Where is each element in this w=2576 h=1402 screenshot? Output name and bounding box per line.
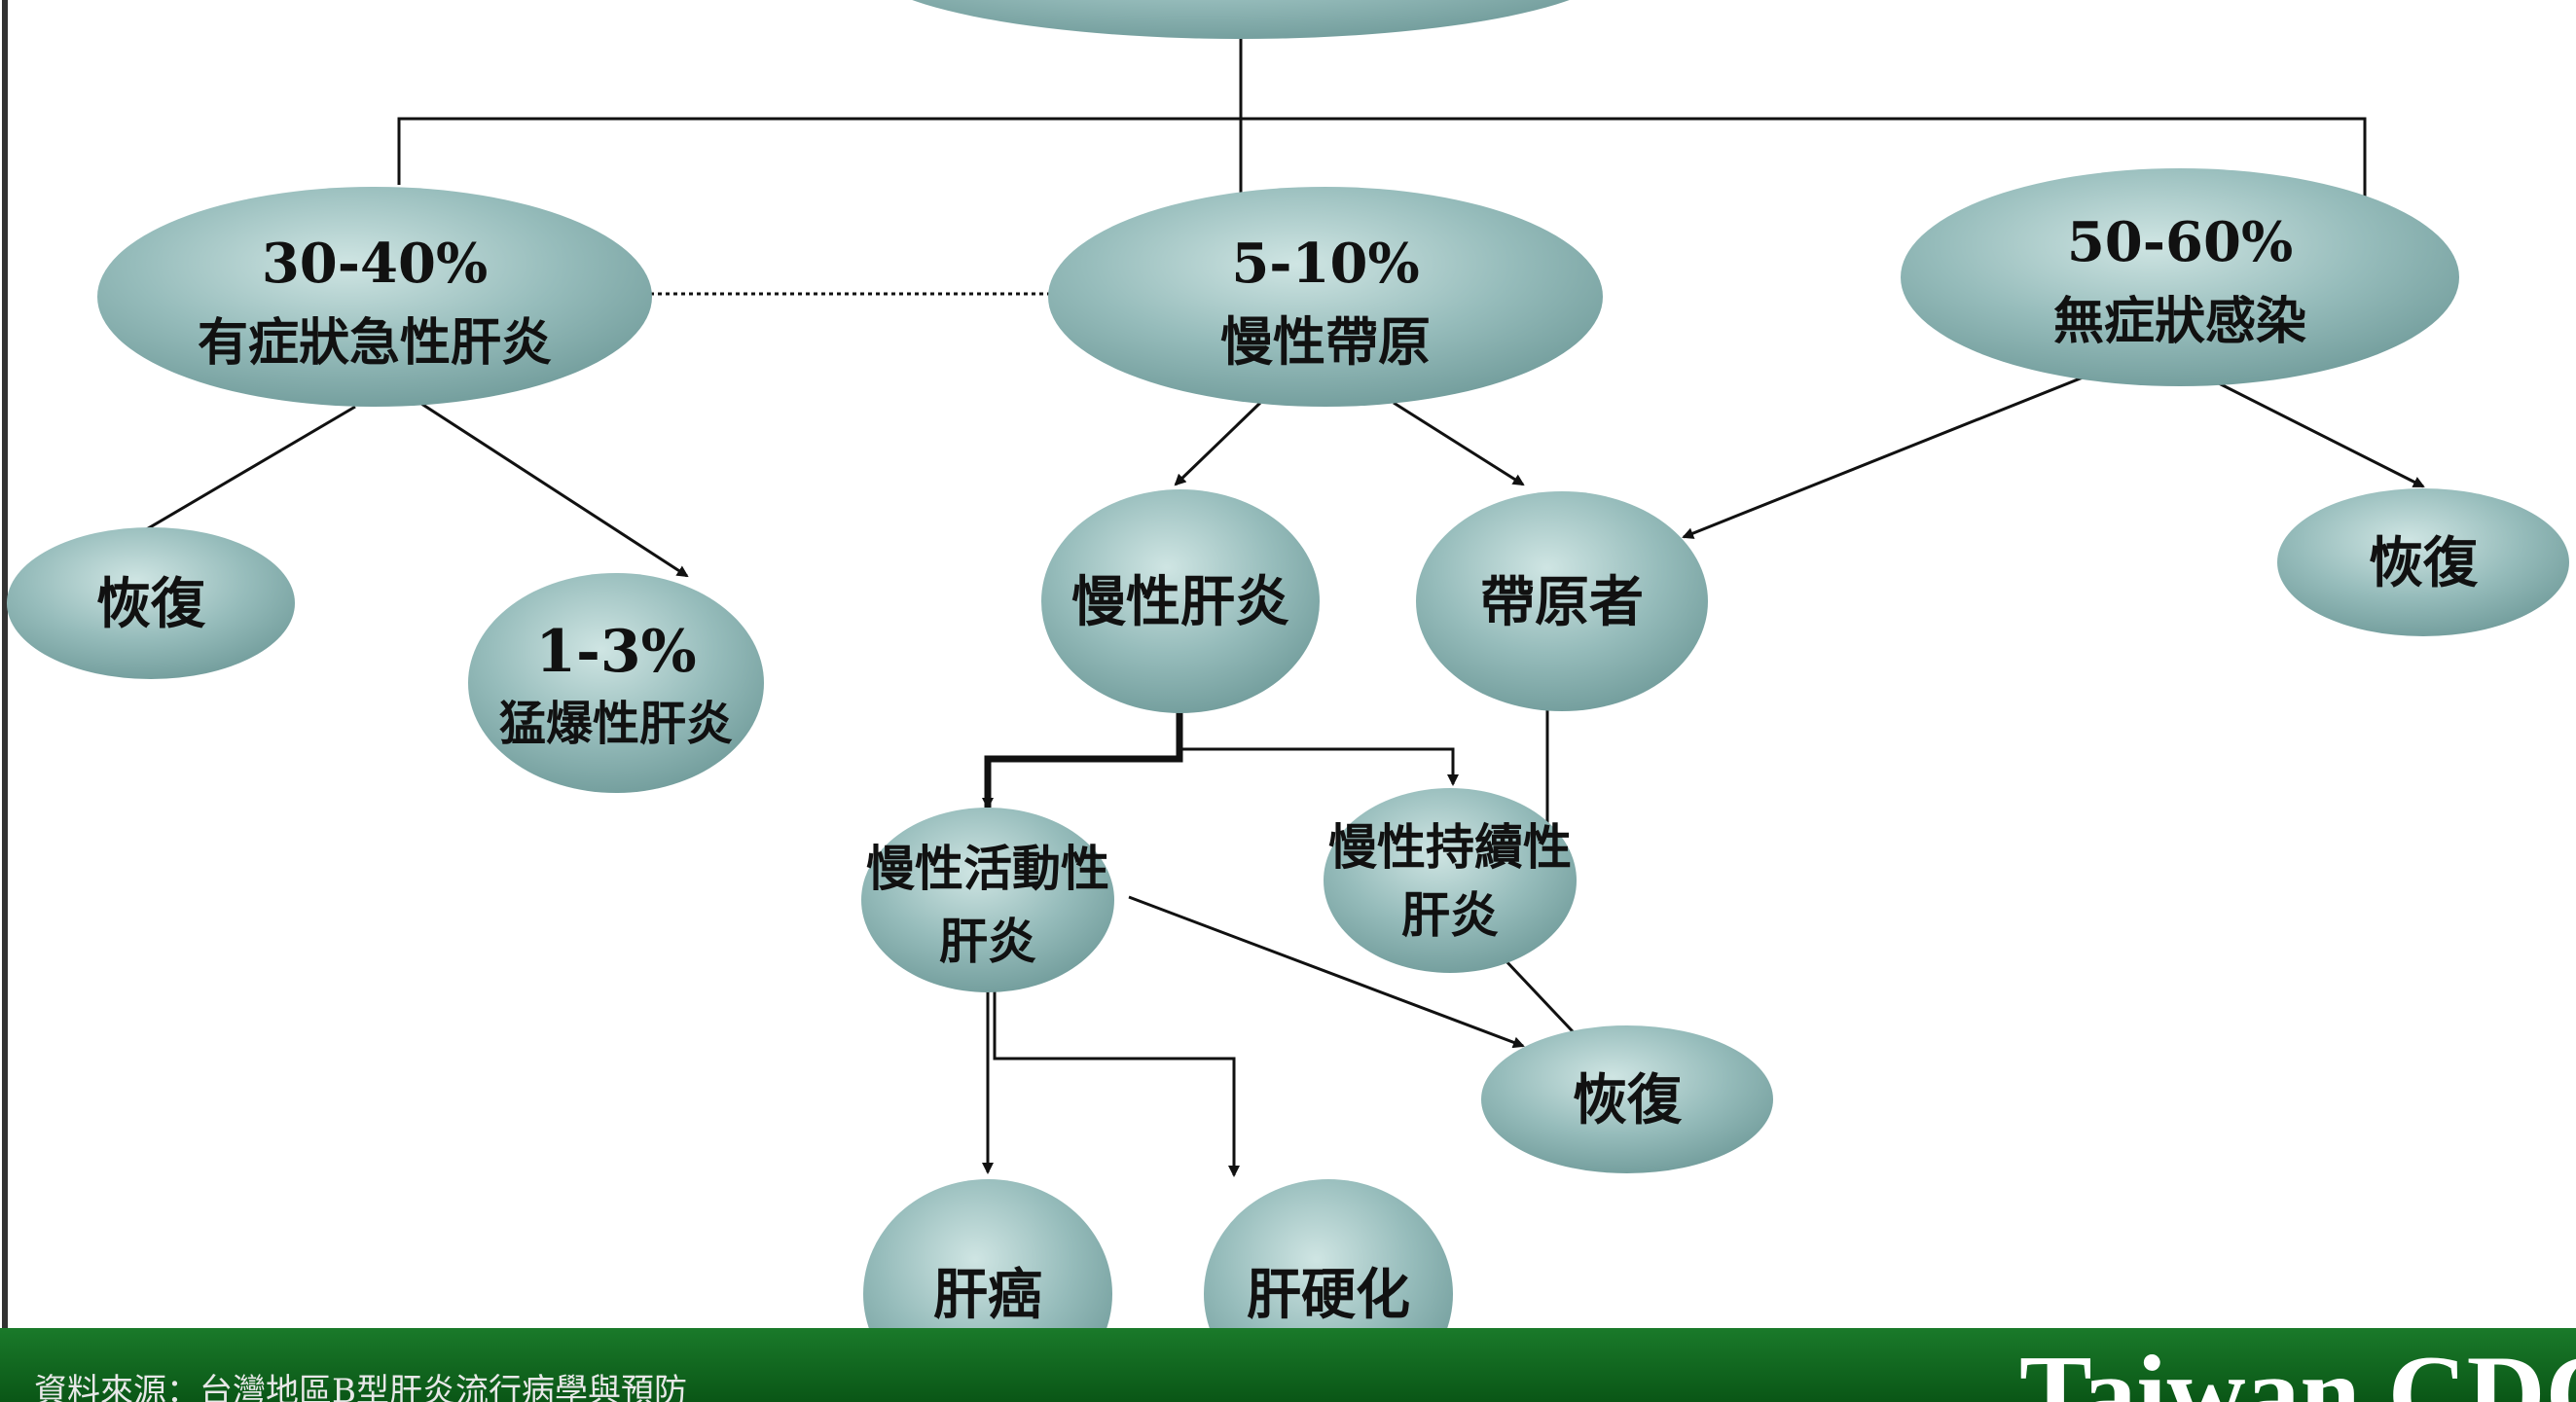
arrow-to-cirrhosis (993, 953, 1240, 1177)
node-chronic-hepatitis: 慢性肝炎 (1041, 489, 1320, 713)
svg-text:恢復: 恢復 (2369, 531, 2479, 595)
arrow-to-recovery-left (115, 405, 356, 549)
taiwan-cdc-logo: Taiwan CDC (2019, 1334, 2576, 1402)
node-fulminant-hepatitis: 1-3% 猛爆性肝炎 (468, 573, 764, 793)
svg-text:50-60%: 50-60% (2067, 210, 2293, 274)
svg-text:慢性活動性: 慢性活動性 (866, 840, 1109, 897)
node-chronic-persistent-hepatitis: 慢性持續性 肝炎 (1324, 788, 1577, 973)
svg-text:恢復: 恢復 (1573, 1068, 1683, 1132)
node-recovery-left: 恢復 (7, 527, 295, 679)
arrow-to-fulminant (398, 387, 689, 578)
node-acute-hepatitis: 30-40% 有症狀急性肝炎 (97, 187, 652, 407)
node-chronic-active-hepatitis: 慢性活動性 肝炎 (861, 808, 1114, 992)
node-carrier: 帶原者 (1416, 491, 1708, 711)
svg-text:慢性持續性: 慢性持續性 (1328, 818, 1572, 876)
asymptomatic-to-carrier-arrow (1682, 360, 2122, 539)
node-asymptomatic-infection: 50-60% 無症狀感染 (1901, 168, 2459, 386)
svg-text:肝硬化: 肝硬化 (1247, 1263, 1410, 1327)
svg-text:無症狀感染: 無症狀感染 (2053, 292, 2306, 351)
svg-text:帶原者: 帶原者 (1480, 570, 1644, 634)
arrow-to-chronic-active (982, 708, 1183, 809)
arrow-to-recovery-right (2210, 377, 2425, 488)
svg-text:有症狀急性肝炎: 有症狀急性肝炎 (198, 313, 552, 373)
node-recovery-right: 恢復 (2277, 488, 2569, 636)
top-root-node (912, 0, 1570, 39)
active-to-recovery-arrow (1128, 895, 1525, 1049)
svg-text:猛爆性肝炎: 猛爆性肝炎 (499, 697, 733, 751)
footer-band: 資料來源：台灣地區B型肝炎流行病學與預防 Taiwan CDC (0, 1328, 2576, 1402)
node-recovery-bottom: 恢復 (1481, 1025, 1773, 1173)
svg-text:慢性肝炎: 慢性肝炎 (1071, 570, 1289, 634)
svg-text:肝炎: 肝炎 (939, 913, 1036, 970)
svg-text:慢性帶原: 慢性帶原 (1220, 310, 1431, 373)
svg-text:5-10%: 5-10% (1231, 232, 1419, 296)
arrow-to-chronic-persistent (1179, 747, 1459, 786)
node-chronic-carrier: 5-10% 慢性帶原 (1048, 187, 1603, 407)
top-bracket-line (397, 117, 2367, 204)
svg-text:肝癌: 肝癌 (933, 1263, 1042, 1327)
source-citation: 資料來源：台灣地區B型肝炎流行病學與預防 (34, 1372, 687, 1402)
arrow-to-chronic-hepatitis (1174, 401, 1262, 486)
svg-text:1-3%: 1-3% (535, 618, 696, 686)
arrow-to-carrier (1393, 401, 1525, 486)
svg-text:30-40%: 30-40% (262, 232, 488, 296)
svg-text:恢復: 恢復 (96, 572, 206, 636)
svg-text:肝炎: 肝炎 (1401, 886, 1499, 944)
